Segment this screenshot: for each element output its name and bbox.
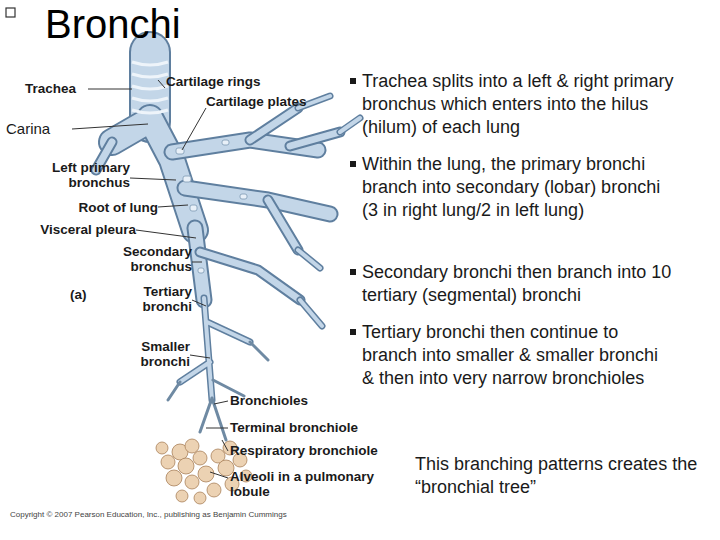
- part-label: Root of lung: [30, 200, 158, 216]
- bullet-square: [350, 78, 356, 84]
- title-square: [6, 8, 15, 17]
- part-label: Smaller bronchi: [110, 339, 190, 369]
- part-label: Secondary bronchus: [92, 244, 192, 274]
- part-label: Bronchioles: [230, 393, 308, 409]
- cartilage-rings: [132, 62, 168, 113]
- part-label: Alveoli in a pulmonary lobule: [230, 469, 380, 499]
- bullet-square: [350, 329, 356, 335]
- slide-title: Bronchi: [45, 2, 181, 46]
- bullet-square: [350, 269, 356, 275]
- part-label: Cartilage plates: [206, 94, 307, 110]
- part-label: Terminal bronchiole: [230, 420, 358, 436]
- part-label: Visceral pleura: [8, 222, 136, 238]
- bullet-text: Trachea splits into a left & right prima…: [362, 70, 702, 139]
- part-label: Tertiary bronchi: [110, 284, 192, 314]
- part-label: Cartilage rings: [166, 74, 261, 90]
- part-label: Respiratory bronchiole: [230, 443, 378, 459]
- bullet-square: [350, 161, 356, 167]
- summary-note: This branching patterns creates the “bro…: [415, 453, 705, 499]
- leader-lines: [72, 80, 228, 478]
- part-label: Left primary bronchus: [20, 160, 130, 190]
- figure-letter: (a): [70, 287, 87, 303]
- bullet-text: Secondary bronchi then branch into 10 te…: [362, 261, 702, 307]
- bullet-text: Tertiary bronchi then continue to branch…: [362, 321, 662, 390]
- part-label: Trachea: [25, 81, 76, 97]
- bullet-text: Within the lung, the primary bronchi bra…: [362, 153, 662, 222]
- part-label: Carina: [6, 120, 50, 137]
- copyright-note: Copyright © 2007 Pearson Education, Inc.…: [10, 510, 287, 519]
